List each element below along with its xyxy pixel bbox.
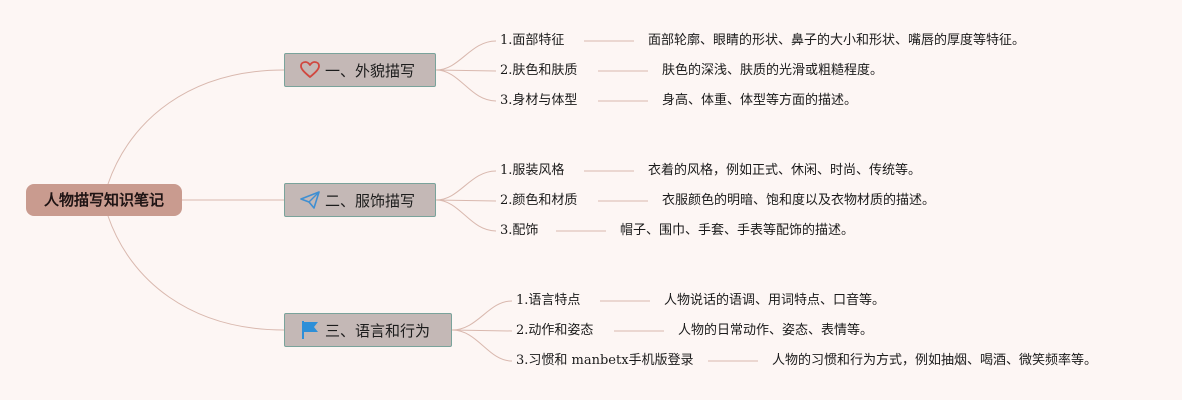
connector-root-branch-1 (107, 69, 285, 185)
leaf-label[interactable]: 2.动作和姿态 (516, 323, 594, 338)
leaf-label[interactable]: 1.语言特点 (516, 293, 581, 308)
leaf-label[interactable]: 1.面部特征 (500, 33, 565, 48)
leaf-description: 身高、体重、体型等方面的描述。 (662, 93, 858, 108)
connector-b1-l2 (435, 69, 497, 72)
root-node[interactable]: 人物描写知识笔记 (26, 184, 182, 216)
connector-b1-l1 (435, 40, 497, 71)
leaf-description: 肤色的深浅、肤质的光滑或粗糙程度。 (662, 63, 884, 78)
leaf-label[interactable]: 3.习惯和 manbetx手机版登录 (516, 353, 694, 368)
flag-icon (299, 319, 321, 341)
branch-node-appearance[interactable]: 一、外貌描写 (284, 53, 436, 87)
leaf-description: 面部轮廓、眼睛的形状、鼻子的大小和形状、嘴唇的厚度等特征。 (648, 33, 1026, 48)
leaf-label[interactable]: 1.服装风格 (500, 163, 565, 178)
leaf-description: 衣服颜色的明暗、饱和度以及衣物材质的描述。 (662, 193, 936, 208)
leaf-label[interactable]: 2.颜色和材质 (500, 193, 578, 208)
leaf-description: 人物的日常动作、姿态、表情等。 (678, 323, 874, 338)
connector-b2-l1 (435, 170, 497, 201)
connector-b2-l2 (435, 199, 497, 202)
branch-node-language-behavior[interactable]: 三、语言和行为 (284, 313, 452, 347)
leaf-label[interactable]: 2.肤色和肤质 (500, 63, 578, 78)
leaf-label[interactable]: 3.身材与体型 (500, 93, 578, 108)
leaf-description: 人物的习惯和行为方式，例如抽烟、喝酒、微笑频率等。 (772, 353, 1098, 368)
heart-icon (299, 59, 321, 81)
paper-plane-icon (299, 189, 321, 211)
root-title: 人物描写知识笔记 (43, 191, 164, 209)
branch-title: 一、外貌描写 (325, 61, 416, 80)
leaf-description: 人物说话的语调、用词特点、口音等。 (664, 293, 886, 308)
connector-b3-l1 (451, 300, 513, 331)
branch-node-clothing[interactable]: 二、服饰描写 (284, 183, 436, 217)
connector-root-branch-3 (107, 215, 285, 331)
branch-title: 三、语言和行为 (325, 321, 431, 340)
branch-title: 二、服饰描写 (325, 191, 416, 210)
connector-b2-l3 (435, 199, 497, 232)
connector-b3-l2 (451, 329, 513, 332)
leaf-description: 衣着的风格，例如正式、休闲、时尚、传统等。 (648, 163, 922, 178)
connector-b3-l3 (451, 329, 513, 362)
leaf-label[interactable]: 3.配饰 (500, 223, 539, 238)
leaf-description: 帽子、围巾、手套、手表等配饰的描述。 (620, 223, 855, 238)
connector-b1-l3 (435, 69, 497, 102)
